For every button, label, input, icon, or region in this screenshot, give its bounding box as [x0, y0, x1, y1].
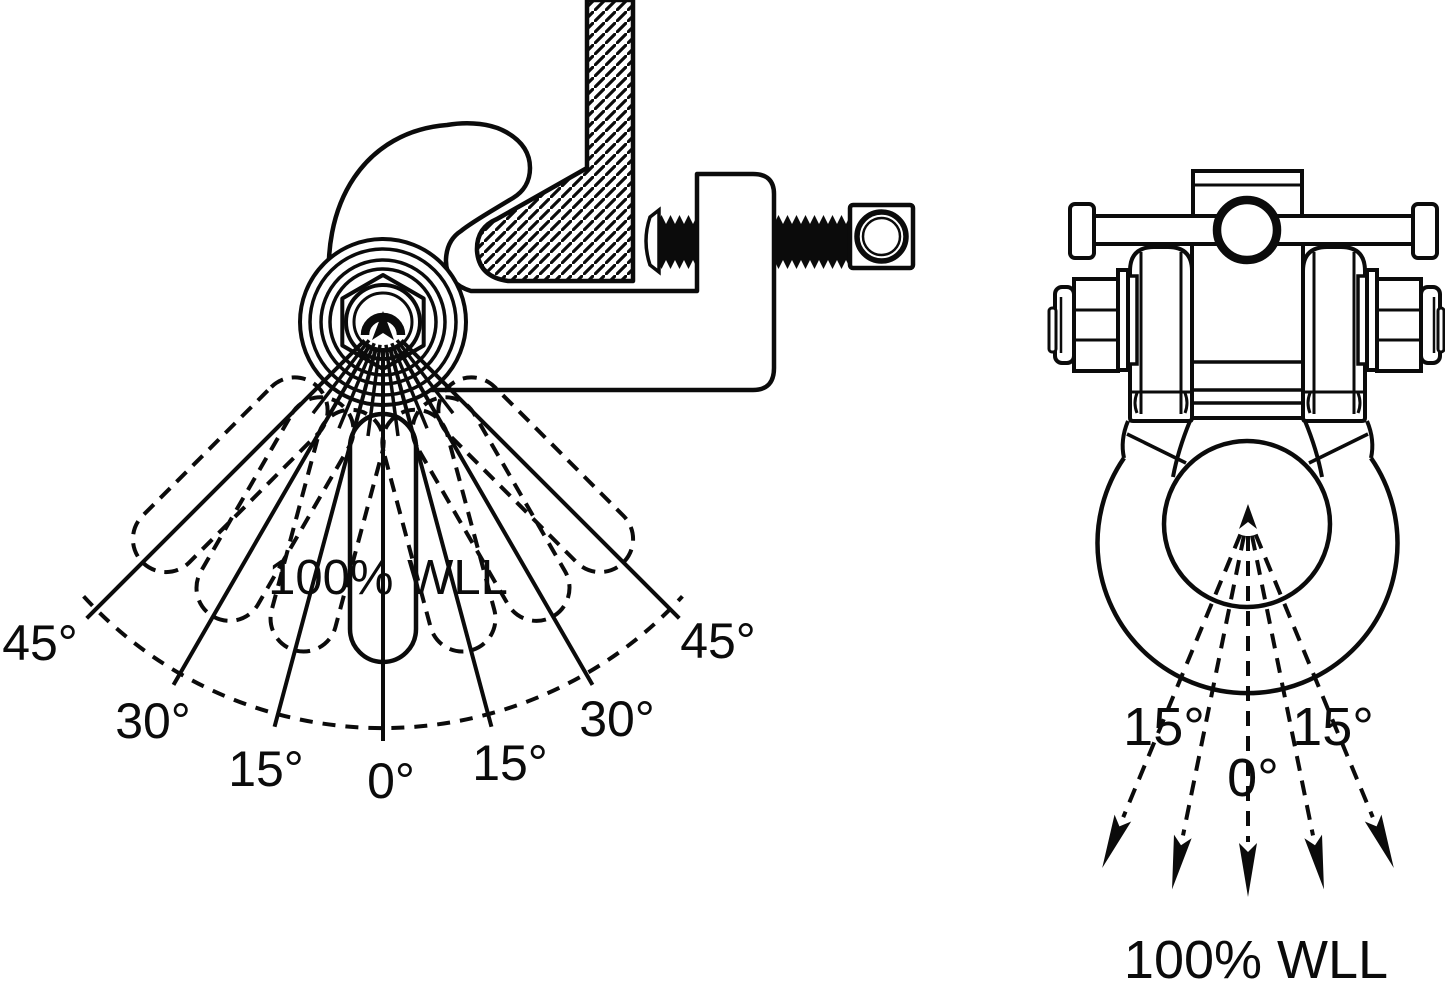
front-angle-label-15-left: 15° — [1123, 697, 1205, 757]
shackle-leg-left-crease — [1126, 432, 1187, 465]
side-view-figure: 100% WLL 45° 30° 15° 0° 15° 30° 45° — [2, 0, 916, 809]
angle-fan — [82, 340, 684, 743]
angle-label-15-right: 15° — [472, 735, 548, 791]
front-angle-label-0: 0° — [1227, 748, 1279, 808]
screw-eye-ring-outer — [854, 209, 909, 264]
shackle-leg-right-crease — [1308, 432, 1369, 465]
angle-label-45-left: 45° — [2, 615, 78, 671]
shackle-leg-right-inner — [1303, 420, 1324, 478]
beam-flange-hatched — [474, 0, 636, 284]
pivot-arrow-up-icon — [372, 311, 394, 340]
screw-thread-right — [774, 215, 851, 269]
shackle-leg-left-outer — [1120, 420, 1130, 459]
bolt-nut-left — [1047, 268, 1139, 373]
side-plate-right — [1301, 245, 1367, 423]
side-plate-left — [1128, 245, 1194, 423]
shackle-leg-left-inner — [1171, 420, 1192, 478]
bolt-nut-right — [1356, 268, 1445, 373]
t-handle — [1068, 195, 1439, 265]
side-view-labels: 100% WLL 45° 30° 15° 0° 15° 30° 45° — [2, 551, 756, 809]
angle-label-30-right: 30° — [579, 691, 655, 747]
front-angle-label-15-right: 15° — [1292, 697, 1374, 757]
screw-eye-front — [1212, 195, 1282, 265]
shackle-bow-inner — [1161, 438, 1333, 610]
origin-arrow-up-icon — [1239, 504, 1257, 529]
front-view-labels: 15° 0° 15° 100% WLL — [1123, 697, 1388, 985]
load-angle-arrows — [1091, 504, 1405, 899]
shackle-bow — [1095, 420, 1400, 696]
front-view-figure: 15° 0° 15° 100% WLL — [1047, 169, 1445, 985]
tightening-screw — [644, 202, 916, 276]
screw-thread-left — [658, 215, 699, 269]
t-handle-cap-right — [1411, 202, 1439, 260]
wll-label-front: 100% WLL — [1124, 930, 1388, 985]
shackle-leg-right-outer — [1365, 420, 1375, 459]
t-handle-cap-left — [1068, 202, 1096, 260]
angle-label-30-left: 30° — [115, 693, 191, 749]
angle-label-15-left: 15° — [228, 741, 304, 797]
screw-eye-ring-inner — [861, 216, 902, 257]
angle-label-45-right: 45° — [680, 613, 756, 669]
angle-label-0: 0° — [367, 753, 415, 809]
wll-label-side: 100% WLL — [268, 551, 508, 605]
screw-pad — [644, 206, 661, 276]
angle-arc — [82, 594, 684, 730]
